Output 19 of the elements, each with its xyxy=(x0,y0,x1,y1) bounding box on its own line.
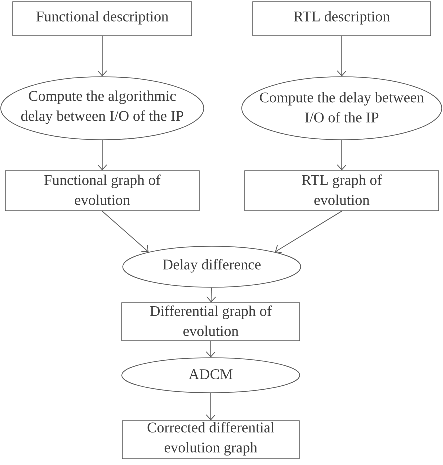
process-oval: Compute the delay between I/O of the IP xyxy=(242,76,442,140)
arrow xyxy=(337,36,347,77)
process-box: RTL description xyxy=(252,2,432,36)
process-box: Corrected differential evolution graph xyxy=(122,420,300,460)
arrow xyxy=(206,341,216,358)
arrow xyxy=(206,393,216,421)
arrow xyxy=(206,288,216,303)
process-box: RTL graph of evolution xyxy=(244,170,440,212)
process-box: Functional description xyxy=(12,2,192,36)
process-oval: Delay difference xyxy=(122,246,302,288)
arrow xyxy=(275,211,342,254)
arrow xyxy=(337,140,347,171)
process-box: Differential graph of evolution xyxy=(122,302,300,342)
arrow xyxy=(98,140,108,171)
process-oval: Compute the algorithmic delay between I/O of the IP xyxy=(0,76,204,140)
process-oval: ADCM xyxy=(122,358,300,394)
process-box: Functional graph of evolution xyxy=(5,170,200,212)
arrow xyxy=(98,36,108,77)
arrow xyxy=(102,211,149,252)
